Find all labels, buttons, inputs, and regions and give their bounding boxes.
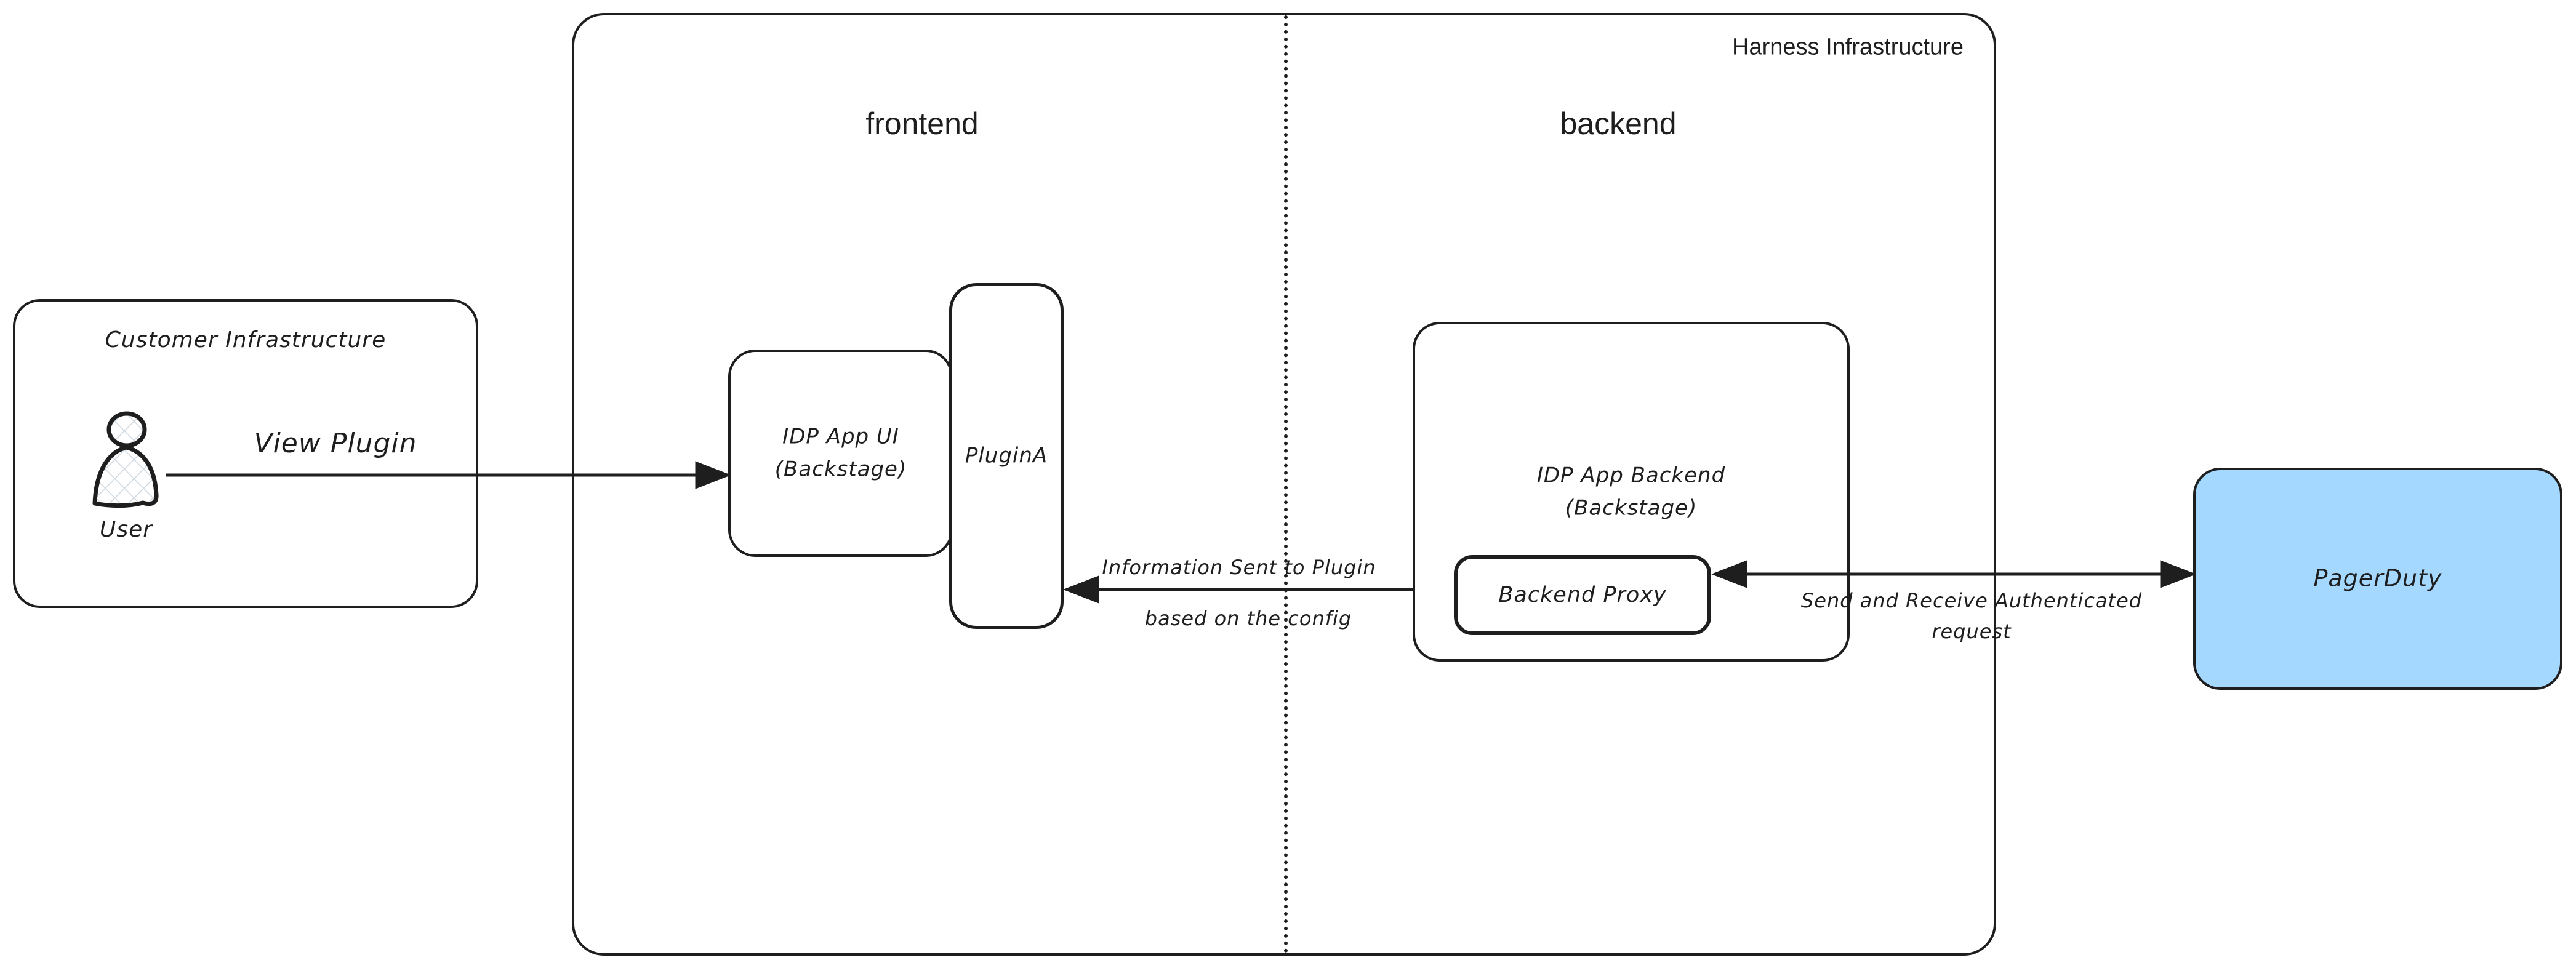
idp-app-backend-label: IDP App Backend (Backstage) xyxy=(1537,459,1725,524)
user-label: User xyxy=(99,517,153,543)
frontend-backend-divider-dotted-line xyxy=(1284,15,1288,953)
pagerduty-label: PagerDuty xyxy=(2313,564,2442,592)
idp-app-ui-label-line2: (Backstage) xyxy=(774,457,907,481)
customer-infrastructure-title: Customer Infrastructure xyxy=(105,327,387,353)
customer-infrastructure-box xyxy=(13,299,478,608)
plugin-a-label: PluginA xyxy=(965,443,1048,468)
backend-proxy-label: Backend Proxy xyxy=(1498,582,1667,607)
idp-app-backend-label-line2: (Backstage) xyxy=(1565,495,1698,520)
idp-app-ui-label-line1: IDP App UI xyxy=(782,424,899,449)
harness-infrastructure-title: Harness Infrastructure xyxy=(1732,34,1964,60)
send-receive-arrow-label-line1: Send and Receive Authenticated xyxy=(1800,589,2143,613)
idp-app-backend-label-line1: IDP App Backend xyxy=(1536,463,1726,488)
backend-section-label: backend xyxy=(1560,106,1677,141)
send-receive-arrow-label-line2: request xyxy=(1932,620,2012,644)
idp-app-ui-box xyxy=(728,350,953,557)
view-plugin-arrow-label: View Plugin xyxy=(254,427,417,459)
user-icon xyxy=(92,411,159,508)
backend-proxy-box xyxy=(1454,555,1711,635)
info-sent-arrow-label-line2: based on the config xyxy=(1144,607,1352,631)
plugin-a-box xyxy=(949,283,1064,629)
idp-app-ui-label: IDP App UI (Backstage) xyxy=(775,420,907,485)
frontend-section-label: frontend xyxy=(865,106,979,141)
info-sent-arrow-label-line1: Information Sent to Plugin xyxy=(1102,556,1376,580)
